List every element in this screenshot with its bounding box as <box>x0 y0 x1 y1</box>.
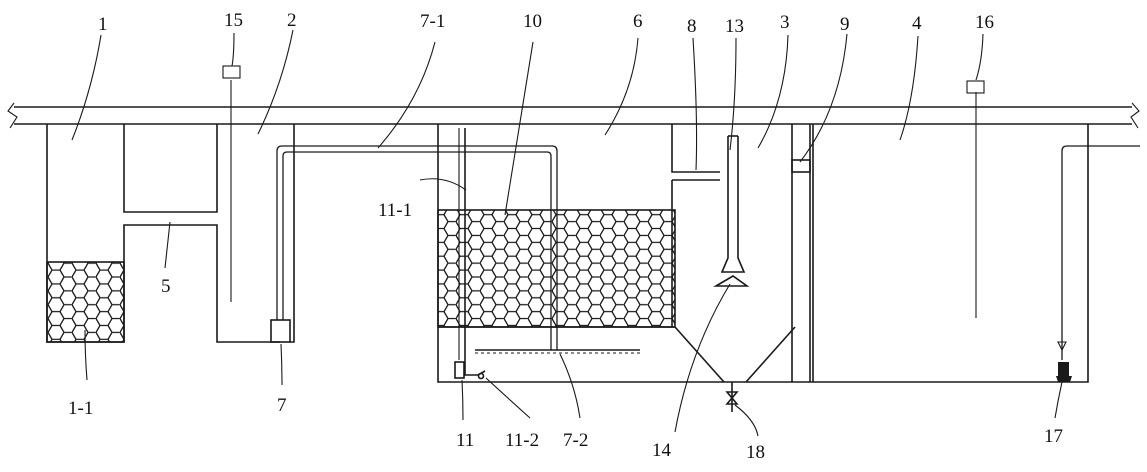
label-18: 18 <box>746 442 765 463</box>
pump-17 <box>1056 362 1072 382</box>
pipe-11-1 <box>458 128 466 375</box>
label-7: 7 <box>277 395 287 416</box>
tank-4 <box>966 80 985 318</box>
valve-18 <box>725 382 739 412</box>
label-10: 10 <box>523 11 542 32</box>
label-11-1: 11-1 <box>378 200 412 221</box>
label-5: 5 <box>161 276 171 297</box>
label-6: 6 <box>633 11 643 32</box>
label-17: 17 <box>1044 426 1063 447</box>
label-7-1: 7-1 <box>420 11 445 32</box>
pump-11 <box>454 361 486 380</box>
sensor-16 <box>966 80 985 94</box>
pump-7 <box>270 319 291 343</box>
ground-line <box>7 102 1140 129</box>
packing-10 <box>437 209 676 328</box>
label-4: 4 <box>912 13 922 34</box>
label-7-2: 7-2 <box>563 430 588 451</box>
packing-1-1 <box>46 261 125 343</box>
label-11: 11 <box>456 430 474 451</box>
pipe-7-1 <box>276 145 558 350</box>
label-9: 9 <box>840 14 850 35</box>
weir-8 <box>671 124 720 327</box>
label-3: 3 <box>780 12 790 33</box>
label-1-1: 1-1 <box>68 398 93 419</box>
label-13: 13 <box>725 16 744 37</box>
label-2: 2 <box>287 10 297 31</box>
sensor-15 <box>222 65 241 79</box>
outlet-pipe-17 <box>1057 145 1140 360</box>
label-11-2: 11-2 <box>505 430 539 451</box>
label-14: 14 <box>652 440 672 461</box>
tank-2 <box>222 65 295 343</box>
label-15: 15 <box>224 10 243 31</box>
leader-lines <box>71 29 1063 437</box>
label-16: 16 <box>975 12 994 33</box>
label-1: 1 <box>98 14 108 35</box>
pipe-13 <box>720 135 746 273</box>
diffuser-14 <box>713 275 750 287</box>
aerator-7-2 <box>475 349 640 354</box>
labels: 1 15 2 7-1 10 6 8 13 3 9 4 16 11-1 5 1-1… <box>68 10 1063 463</box>
label-8: 8 <box>687 16 697 37</box>
sludge-hopper <box>674 326 796 383</box>
baffle-9 <box>791 159 811 173</box>
